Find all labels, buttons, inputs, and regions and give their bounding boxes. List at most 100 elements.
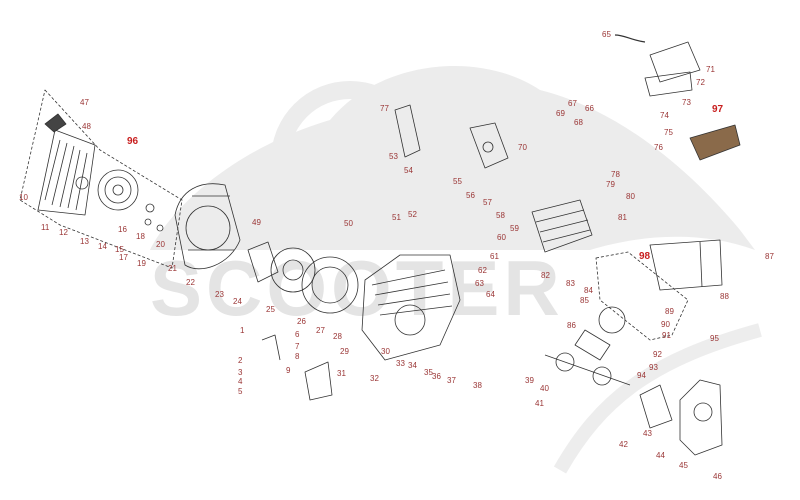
watermark-front-wheel bbox=[271, 81, 429, 239]
part-callout: 20 bbox=[156, 240, 165, 249]
part-callout: 9 bbox=[286, 366, 291, 375]
group-96-box bbox=[19, 89, 183, 269]
part-callout: 44 bbox=[656, 451, 665, 460]
part-callout: 91 bbox=[662, 331, 671, 340]
part-callout: 80 bbox=[626, 192, 635, 201]
part-callout: 65 bbox=[602, 30, 611, 39]
part-callout: 55 bbox=[453, 177, 462, 186]
part-callout: 8 bbox=[295, 352, 300, 361]
part-callout: 93 bbox=[649, 363, 658, 372]
part-callout: 43 bbox=[643, 429, 652, 438]
part-callout: 31 bbox=[337, 369, 346, 378]
part-callout: 95 bbox=[710, 334, 719, 343]
part-callout: 36 bbox=[432, 372, 441, 381]
part-callout: 72 bbox=[696, 78, 705, 87]
part-callout: 69 bbox=[556, 109, 565, 118]
part-callout: 17 bbox=[119, 253, 128, 262]
recoil-starter bbox=[37, 113, 164, 232]
part-callout: 73 bbox=[682, 98, 691, 107]
part-callout: 66 bbox=[585, 104, 594, 113]
part-callout: 60 bbox=[497, 233, 506, 242]
part-callout: 34 bbox=[408, 361, 417, 370]
part-callout: 12 bbox=[59, 228, 68, 237]
part-callout: 15 bbox=[115, 245, 124, 254]
part-callout: 85 bbox=[580, 296, 589, 305]
part-callout: 68 bbox=[574, 118, 583, 127]
part-callout: 57 bbox=[483, 198, 492, 207]
part-callout: 84 bbox=[584, 286, 593, 295]
part-callout: 54 bbox=[404, 166, 413, 175]
cylinder-block bbox=[361, 254, 461, 361]
ignition-parts bbox=[261, 104, 421, 401]
part-callout: 74 bbox=[660, 111, 669, 120]
pull-cord bbox=[614, 34, 646, 43]
part-callout: 28 bbox=[333, 332, 342, 341]
part-callout: 21 bbox=[168, 264, 177, 273]
part-callout: 48 bbox=[82, 122, 91, 131]
part-callout: 47 bbox=[80, 98, 89, 107]
part-callout: 39 bbox=[525, 376, 534, 385]
part-callout: 4 bbox=[238, 377, 243, 386]
part-callout: 49 bbox=[252, 218, 261, 227]
part-callout: 37 bbox=[447, 376, 456, 385]
part-callout: 64 bbox=[486, 290, 495, 299]
part-callout: 61 bbox=[490, 252, 499, 261]
part-callout: 5 bbox=[238, 387, 243, 396]
muffler bbox=[649, 124, 741, 291]
flywheel-assembly bbox=[247, 241, 359, 314]
gear-cover bbox=[639, 379, 723, 456]
crankshaft bbox=[544, 306, 631, 386]
part-callout: 53 bbox=[389, 152, 398, 161]
part-callout: 23 bbox=[215, 290, 224, 299]
part-callout: 94 bbox=[637, 371, 646, 380]
part-callout: 52 bbox=[408, 210, 417, 219]
part-callout: 79 bbox=[606, 180, 615, 189]
part-callout: 11 bbox=[41, 223, 50, 232]
part-callout: 81 bbox=[618, 213, 627, 222]
part-callout: 25 bbox=[266, 305, 275, 314]
watermark-swoosh bbox=[553, 323, 762, 474]
part-callout: 51 bbox=[392, 213, 401, 222]
part-callout: 33 bbox=[396, 359, 405, 368]
part-callout: 7 bbox=[295, 342, 300, 351]
part-callout: 92 bbox=[653, 350, 662, 359]
group-callout-97: 97 bbox=[712, 104, 724, 115]
part-callout: 6 bbox=[295, 330, 300, 339]
part-callout: 90 bbox=[661, 320, 670, 329]
part-callout: 2 bbox=[238, 356, 243, 365]
part-callout: 30 bbox=[381, 347, 390, 356]
part-callout: 35 bbox=[424, 368, 433, 377]
part-callout: 76 bbox=[654, 143, 663, 152]
part-callout: 78 bbox=[611, 170, 620, 179]
part-callout: 32 bbox=[370, 374, 379, 383]
part-callout: 26 bbox=[297, 317, 306, 326]
part-callout: 27 bbox=[316, 326, 325, 335]
part-callout: 86 bbox=[567, 321, 576, 330]
part-callout: 62 bbox=[478, 266, 487, 275]
part-callout: 10 bbox=[19, 193, 28, 202]
cylinder-head bbox=[469, 122, 593, 253]
part-callout: 40 bbox=[540, 384, 549, 393]
part-callout: 42 bbox=[619, 440, 628, 449]
part-callout: 87 bbox=[765, 252, 774, 261]
group-98-box bbox=[595, 251, 689, 341]
part-callout: 19 bbox=[137, 259, 146, 268]
part-callout: 59 bbox=[510, 224, 519, 233]
part-callout: 82 bbox=[541, 271, 550, 280]
part-callout: 56 bbox=[466, 191, 475, 200]
part-callout: 89 bbox=[665, 307, 674, 316]
part-callout: 71 bbox=[706, 65, 715, 74]
part-callout: 16 bbox=[118, 225, 127, 234]
watermark-brand-text: SCOOTER bbox=[150, 244, 564, 332]
part-callout: 22 bbox=[186, 278, 195, 287]
part-callout: 41 bbox=[535, 399, 544, 408]
part-callout: 88 bbox=[720, 292, 729, 301]
group-callout-96: 96 bbox=[127, 136, 139, 147]
part-callout: 77 bbox=[380, 104, 389, 113]
air-filter bbox=[644, 41, 701, 97]
group-callout-98: 98 bbox=[639, 251, 651, 262]
part-callout: 46 bbox=[713, 472, 722, 481]
